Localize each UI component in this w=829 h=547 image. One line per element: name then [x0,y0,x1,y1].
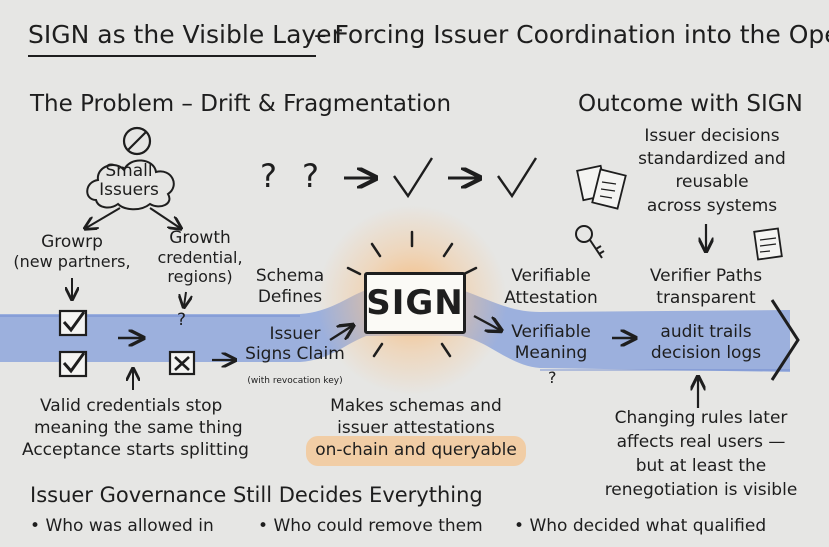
problem-heading: The Problem – Drift & Fragmentation [30,91,452,117]
sign-rays [346,230,478,358]
outcome-heading: Outcome with SIGN [578,91,803,117]
check-box-1 [58,309,88,337]
branch-right-line1: Growth [169,228,231,248]
issuer-signs-line1: Issuer [269,324,321,344]
check-box-2 [58,350,88,378]
question-mark-1: ? [260,157,277,195]
revocation-note: (with revocation key) [247,376,343,386]
documents-icon [576,164,627,210]
outcome-line3: reusable [675,172,749,192]
bullet-3-text: Who decided what qualified [529,516,767,536]
question-mark-branch: ? [177,310,187,330]
verifier-line2: transparent [656,288,756,308]
band-end-chevron [770,299,800,381]
outcome-line2: standardized and [638,149,786,169]
question-mark-2: ? [302,157,319,195]
clipboard-icon [753,227,783,261]
attestation-line1: Verifiable [511,266,591,286]
issuers-line2: Issuers [99,180,159,200]
schema-line2: Defines [257,287,323,307]
key-icon [575,225,605,259]
branch-left-line2: (new partners, [13,252,131,271]
title-main: SIGN as the Visible Layer [28,20,342,49]
verifier-line3: audit trails [660,322,752,342]
problem-caption-line1: Valid credentials stop [40,396,223,416]
checkmark-2 [497,157,538,199]
problem-caption-line2: meaning the same thing [34,418,243,438]
bullet-1-text: Who was allowed in [45,516,214,536]
verifier-line1: Verifier Paths [649,266,763,286]
branch-right-line2: credential, [157,248,243,267]
title-rest: – Forcing Issuer Coordination into the O… [314,20,829,49]
cloud-icon [86,159,175,211]
cross-box [168,350,196,376]
changing-line1: Changing rules later [614,408,788,428]
blocked-icon [122,126,152,156]
branch-left-line1: Growrp [41,232,103,252]
meaning-line2: Meaning [514,343,588,363]
verifier-line4: decision logs [650,343,762,363]
sign-caption-line1: Makes schemas and [330,396,502,416]
schema-line1: Schema [255,266,325,286]
question-mark-mid: ? [548,368,557,387]
attestation-line2: Attestation [504,288,598,308]
changing-line3: but at least the [635,456,767,476]
issuers-line1: Small [105,161,153,181]
sign-caption-line2: issuer attestations [337,418,495,438]
changing-line2: affects real users — [616,432,786,452]
caption-highlight [306,436,526,466]
bullet-2: • Who could remove them [258,516,483,536]
bullet-2-text: Who could remove them [273,516,483,536]
sign-caption-line3: on-chain and queryable [315,440,517,460]
outcome-line4: across systems [646,196,778,216]
changing-line4: renegotiation is visible [604,480,798,500]
bullet-1: • Who was allowed in [30,516,214,536]
sign-box: SIGN [364,272,466,334]
outcome-line1: Issuer decisions [644,126,780,146]
problem-caption-line3: Acceptance starts splitting [22,440,249,460]
issuer-signs-line2: Signs Claim [245,344,345,364]
meaning-line1: Verifiable [511,322,591,342]
checkmark-1 [393,157,434,199]
bullet-3: • Who decided what qualified [514,516,767,536]
governance-heading: Issuer Governance Still Decides Everythi… [30,483,483,507]
branch-right-line3: regions) [167,267,233,286]
